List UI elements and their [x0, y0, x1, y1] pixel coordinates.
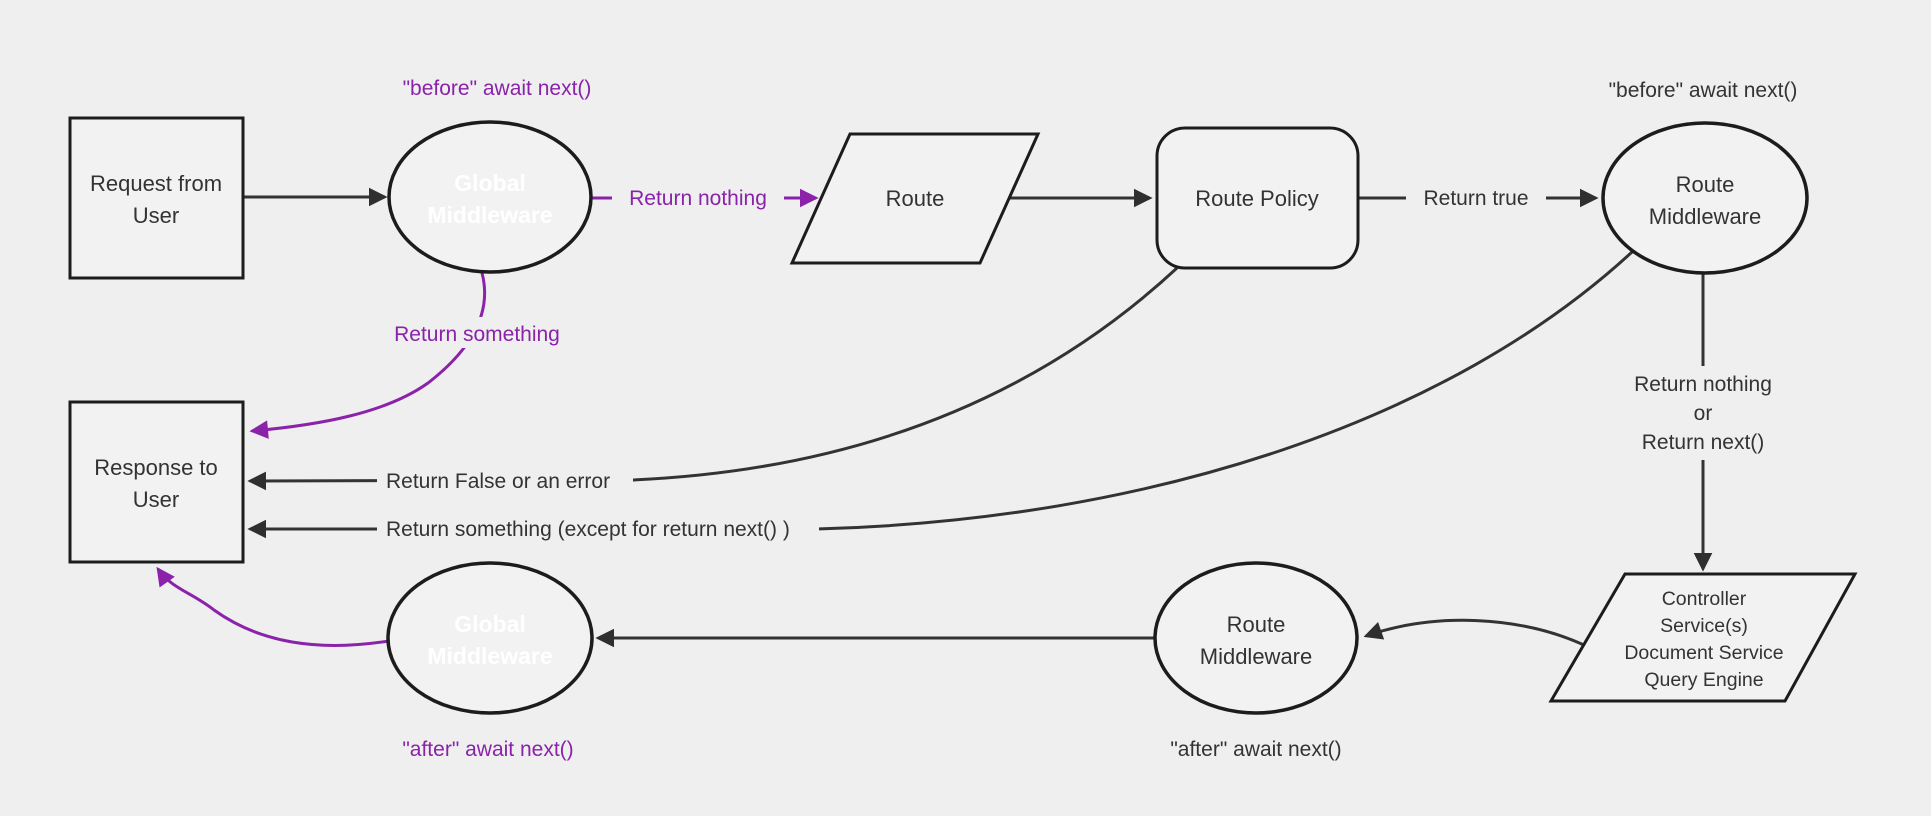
- node-global-middleware-bottom-line2: Middleware: [427, 643, 552, 669]
- edge-label-return-false-or-error: Return False or an error: [386, 470, 610, 493]
- label-before-await-next-route: "before" await next(): [1609, 79, 1798, 102]
- label-knockout: [1406, 182, 1546, 213]
- node-request-label-line1: Request from: [90, 171, 222, 196]
- node-route: [789, 132, 1041, 265]
- label-knockout: [612, 183, 784, 213]
- label-knockout: [377, 465, 633, 497]
- node-route-middleware-top: [1601, 121, 1809, 275]
- label-knockout: [377, 513, 819, 545]
- node-global-middleware-bottom: [386, 561, 594, 715]
- node-global-middleware-top-line2: Middleware: [427, 202, 552, 228]
- node-controller-line4: Query Engine: [1644, 669, 1763, 691]
- node-route-middleware-bottom-line1: Route: [1227, 612, 1286, 637]
- node-controller-services: [1548, 572, 1858, 703]
- label-knockout: [378, 317, 578, 348]
- edge-controller-to-route-middleware-bottom: [1363, 618, 1585, 647]
- node-global-middleware-bottom-line1: Global: [454, 611, 526, 637]
- edge-labels: Return nothing Return true Return someth…: [377, 182, 1800, 545]
- node-route-middleware-bottom-line2: Middleware: [1200, 644, 1313, 669]
- nodes: Request from User Global Middleware Rout…: [68, 116, 1858, 715]
- node-response-to-user: [68, 400, 245, 564]
- edge-global-middleware-return-something-to-response: [249, 272, 487, 439]
- label-knockout: [1606, 366, 1800, 460]
- label-after-await-next-route: "after" await next(): [1170, 738, 1341, 761]
- node-request-label-line2: User: [133, 203, 179, 228]
- node-controller-line3: Document Service: [1624, 642, 1783, 664]
- node-response-label-line1: Response to: [94, 455, 218, 480]
- node-route-policy-label: Route Policy: [1195, 186, 1319, 211]
- edge-route-policy-return-false-to-response: [247, 266, 1179, 491]
- edge-label-return-something-except: Return something (except for return next…: [386, 518, 790, 541]
- node-route-middleware-top-line1: Route: [1676, 172, 1735, 197]
- edge-label-return-something: Return something: [394, 323, 560, 346]
- edge-label-return-nothing-or-line1: Return nothing: [1634, 373, 1772, 396]
- node-request-from-user: [68, 116, 245, 280]
- node-route-middleware-top-line2: Middleware: [1649, 204, 1762, 229]
- node-route-label: Route: [886, 186, 945, 211]
- node-controller-line2: Service(s): [1660, 615, 1748, 637]
- node-response-label-line2: User: [133, 487, 179, 512]
- node-route-policy: [1155, 126, 1360, 270]
- node-controller-line1: Controller: [1662, 588, 1747, 610]
- floating-labels: "before" await next() "before" await nex…: [402, 77, 1797, 761]
- label-after-await-next-global: "after" await next(): [402, 738, 573, 761]
- edge-label-return-nothing-or-line2: or: [1694, 402, 1713, 425]
- label-before-await-next-global: "before" await next(): [403, 77, 592, 100]
- node-global-middleware-top-line1: Global: [454, 170, 526, 196]
- node-route-middleware-bottom: [1153, 561, 1359, 715]
- edge-global-middleware-bottom-to-response: [156, 566, 390, 647]
- edge-label-return-nothing: Return nothing: [629, 187, 767, 210]
- edge-route-middleware-return-something-to-response: [247, 250, 1634, 539]
- node-global-middleware-top: [387, 120, 593, 274]
- edge-label-return-nothing-or-line3: Return next(): [1642, 431, 1765, 454]
- edge-label-return-true: Return true: [1423, 187, 1528, 210]
